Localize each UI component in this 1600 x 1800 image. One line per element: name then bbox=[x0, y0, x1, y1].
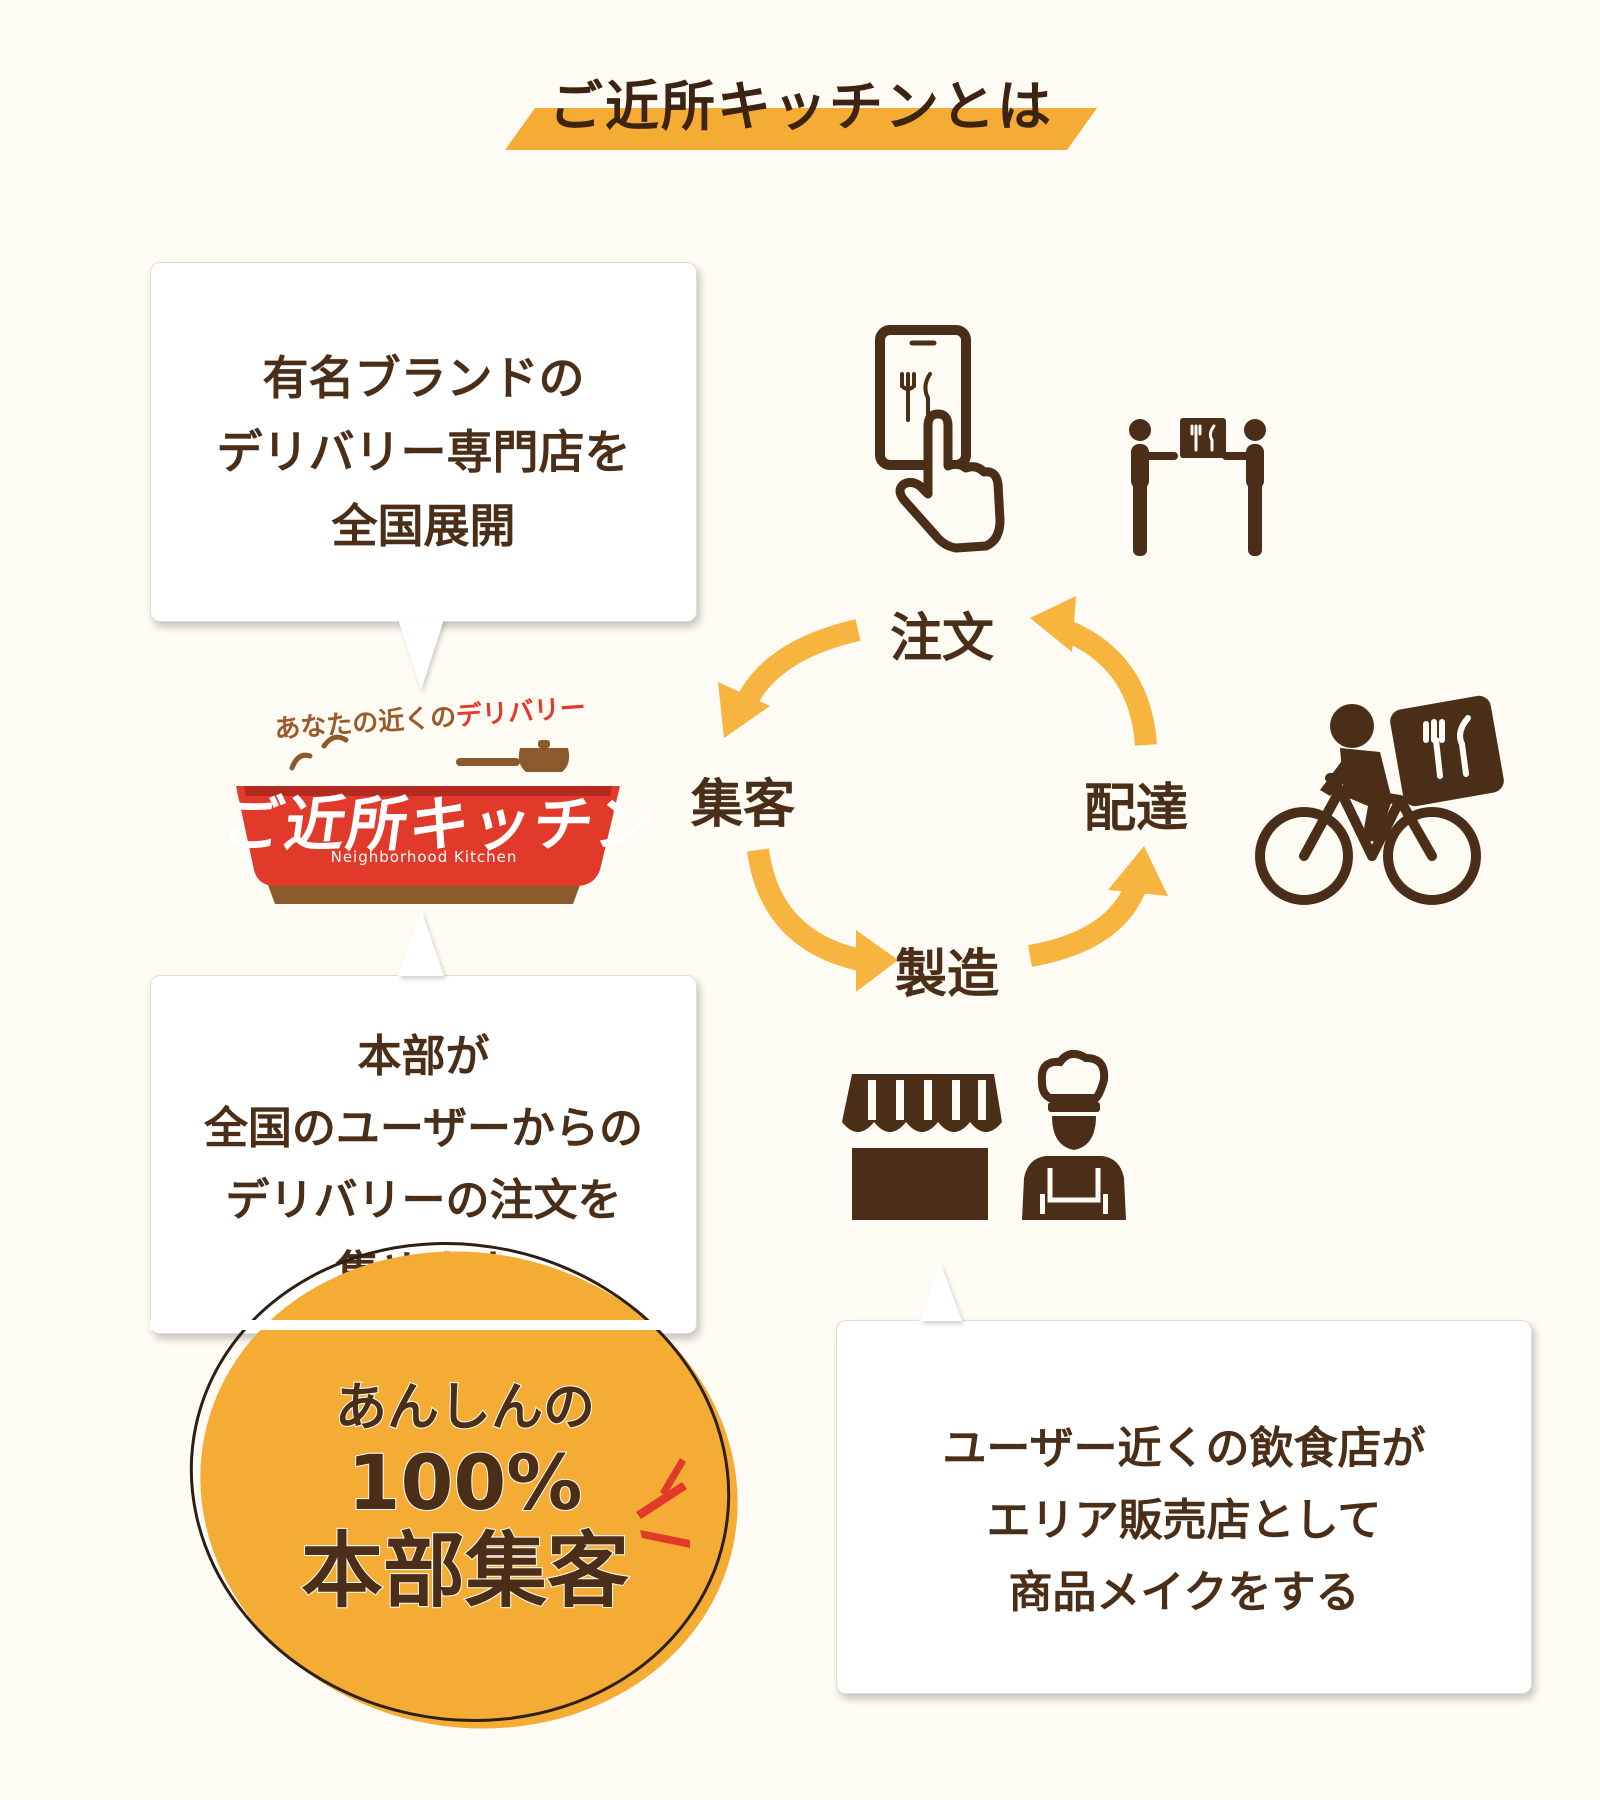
page-title: ご近所キッチンとは bbox=[549, 75, 1053, 138]
storefront-icon bbox=[842, 1074, 1002, 1220]
restaurant-line-3: 商品メイクをする bbox=[1008, 1567, 1360, 1618]
arrowhead-delivery bbox=[1108, 846, 1168, 896]
logo-subtitle: Neighborhood Kitchen bbox=[330, 848, 518, 866]
arrowhead-customers bbox=[718, 682, 770, 738]
arrow-customers-to-production bbox=[747, 848, 863, 971]
chef-icon bbox=[1022, 1049, 1126, 1220]
cycle-arrows bbox=[734, 619, 1157, 971]
badge-text: あんしんの 100% 本部集客 bbox=[230, 1376, 700, 1619]
cycle-label-order: 注文 bbox=[890, 609, 995, 669]
hq-line-3: デリバリーの注文を bbox=[225, 1175, 622, 1226]
brand-line-2: デリバリー専門店を bbox=[216, 425, 631, 479]
emphasis-marks-icon bbox=[636, 1458, 690, 1548]
cycle-label-delivery: 配達 bbox=[1084, 779, 1189, 839]
arrow-production-to-delivery bbox=[1027, 876, 1149, 967]
logo-pot bbox=[236, 734, 620, 904]
restaurant-line-2: エリア販売店として bbox=[986, 1495, 1382, 1546]
handover-icon bbox=[1129, 418, 1266, 556]
arrowhead-production bbox=[856, 930, 898, 992]
badge-circle bbox=[189, 1241, 738, 1729]
cycle-arrowheads bbox=[718, 596, 1168, 992]
restaurant-speech-box: ユーザー近くの飲食店が エリア販売店として 商品メイクをする bbox=[836, 1320, 1532, 1694]
smartphone-order-icon bbox=[875, 325, 1005, 553]
arrow-delivery-to-order bbox=[1060, 619, 1157, 746]
hq-line-2: 全国のユーザーからの bbox=[203, 1103, 644, 1154]
cycle-label-production: 製造 bbox=[895, 945, 1000, 1005]
badge-line-2: 100% bbox=[347, 1438, 584, 1527]
brand-line-3: 全国展開 bbox=[331, 499, 516, 553]
restaurant-box-tail bbox=[920, 1262, 962, 1321]
hq-line-1: 本部が bbox=[357, 1031, 490, 1082]
title-band bbox=[505, 108, 1097, 150]
brand-line-1: 有名ブランドの bbox=[262, 351, 585, 405]
hq-box-bottom-mask bbox=[150, 1320, 695, 1330]
restaurant-line-1: ユーザー近くの飲食店が bbox=[942, 1423, 1426, 1474]
arrow-order-to-customers bbox=[734, 619, 861, 710]
brand-speech-box: 有名ブランドの デリバリー専門店を 全国展開 bbox=[150, 262, 697, 622]
hq-box-tail bbox=[398, 910, 444, 976]
arrowhead-order bbox=[1030, 596, 1076, 652]
delivery-bicycle-icon bbox=[1255, 695, 1504, 905]
badge-line-1: あんしんの bbox=[334, 1377, 596, 1439]
brand-box-tail bbox=[398, 619, 444, 690]
badge-line-3: 本部集客 bbox=[300, 1524, 630, 1619]
cycle-label-customers: 集客 bbox=[691, 775, 796, 835]
